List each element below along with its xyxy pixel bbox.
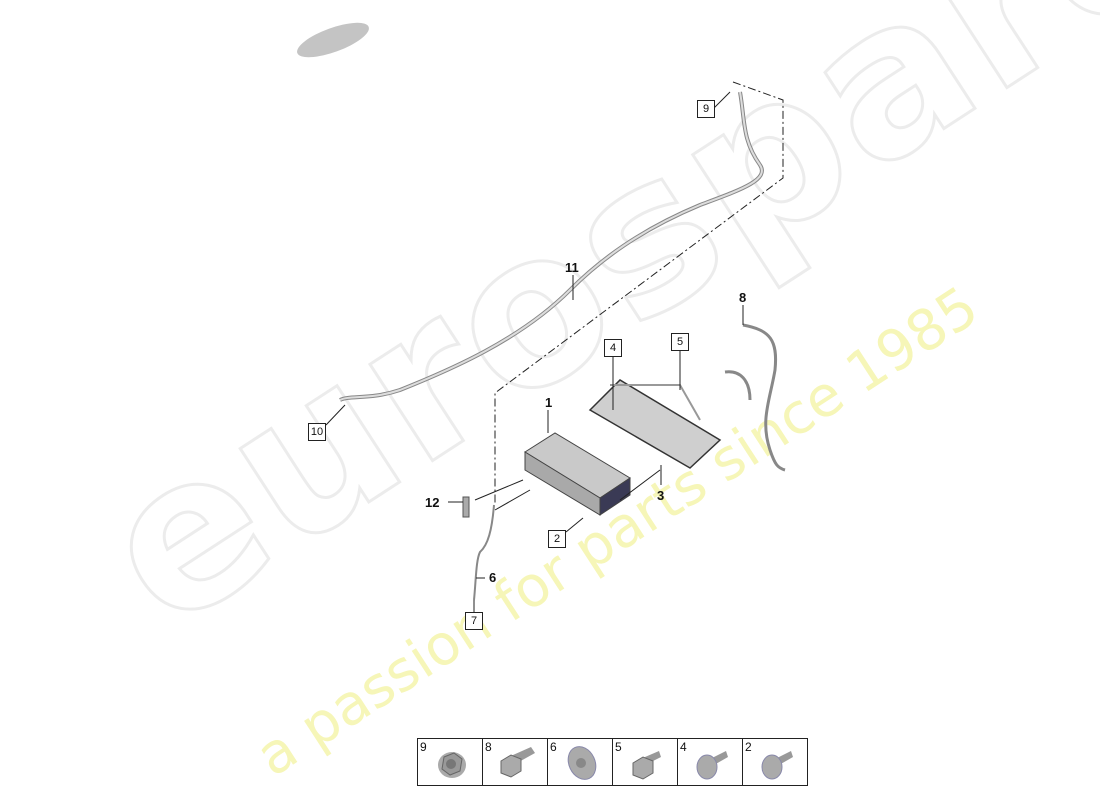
dashed-leader [494, 81, 784, 505]
tray-part-3 [588, 379, 722, 469]
callout-4: 4 [604, 339, 622, 357]
callout-7: 7 [465, 612, 483, 630]
fastener-strip: 9 8 6 5 4 2 [417, 738, 808, 786]
car-thumbnail-icon[interactable] [293, 16, 373, 65]
hose-part-8 [724, 323, 786, 472]
callout-6: 6 [489, 570, 497, 585]
torx-screw-icon [761, 751, 793, 780]
fastener-cell-2[interactable]: 2 [743, 739, 807, 785]
callout-10: 10 [308, 423, 326, 441]
callout-3: 3 [657, 488, 665, 503]
bracket-part-12 [462, 496, 470, 518]
callout-1: 1 [545, 395, 553, 410]
leader-lines [325, 91, 744, 612]
callout-2: 2 [548, 530, 566, 548]
fastener-cell-4[interactable]: 4 [678, 739, 743, 785]
callout-5: 5 [671, 333, 689, 351]
fastener-cell-5[interactable]: 5 [613, 739, 678, 785]
hex-flange-bolt-icon [500, 747, 535, 778]
cable-part-6 [473, 504, 495, 601]
callout-9: 9 [697, 100, 715, 118]
washer-nut-icon [567, 746, 597, 780]
hose-part-11 [339, 91, 764, 402]
flange-nut-icon [438, 752, 466, 778]
callout-8: 8 [739, 290, 747, 305]
callout-12: 12 [425, 495, 440, 510]
hex-bolt-icon [632, 751, 661, 780]
fastener-cell-8[interactable]: 8 [483, 739, 548, 785]
callout-11: 11 [565, 260, 579, 275]
fastener-cell-9[interactable]: 9 [418, 739, 483, 785]
torx-screw-icon [696, 751, 728, 780]
fastener-cell-6[interactable]: 6 [548, 739, 613, 785]
